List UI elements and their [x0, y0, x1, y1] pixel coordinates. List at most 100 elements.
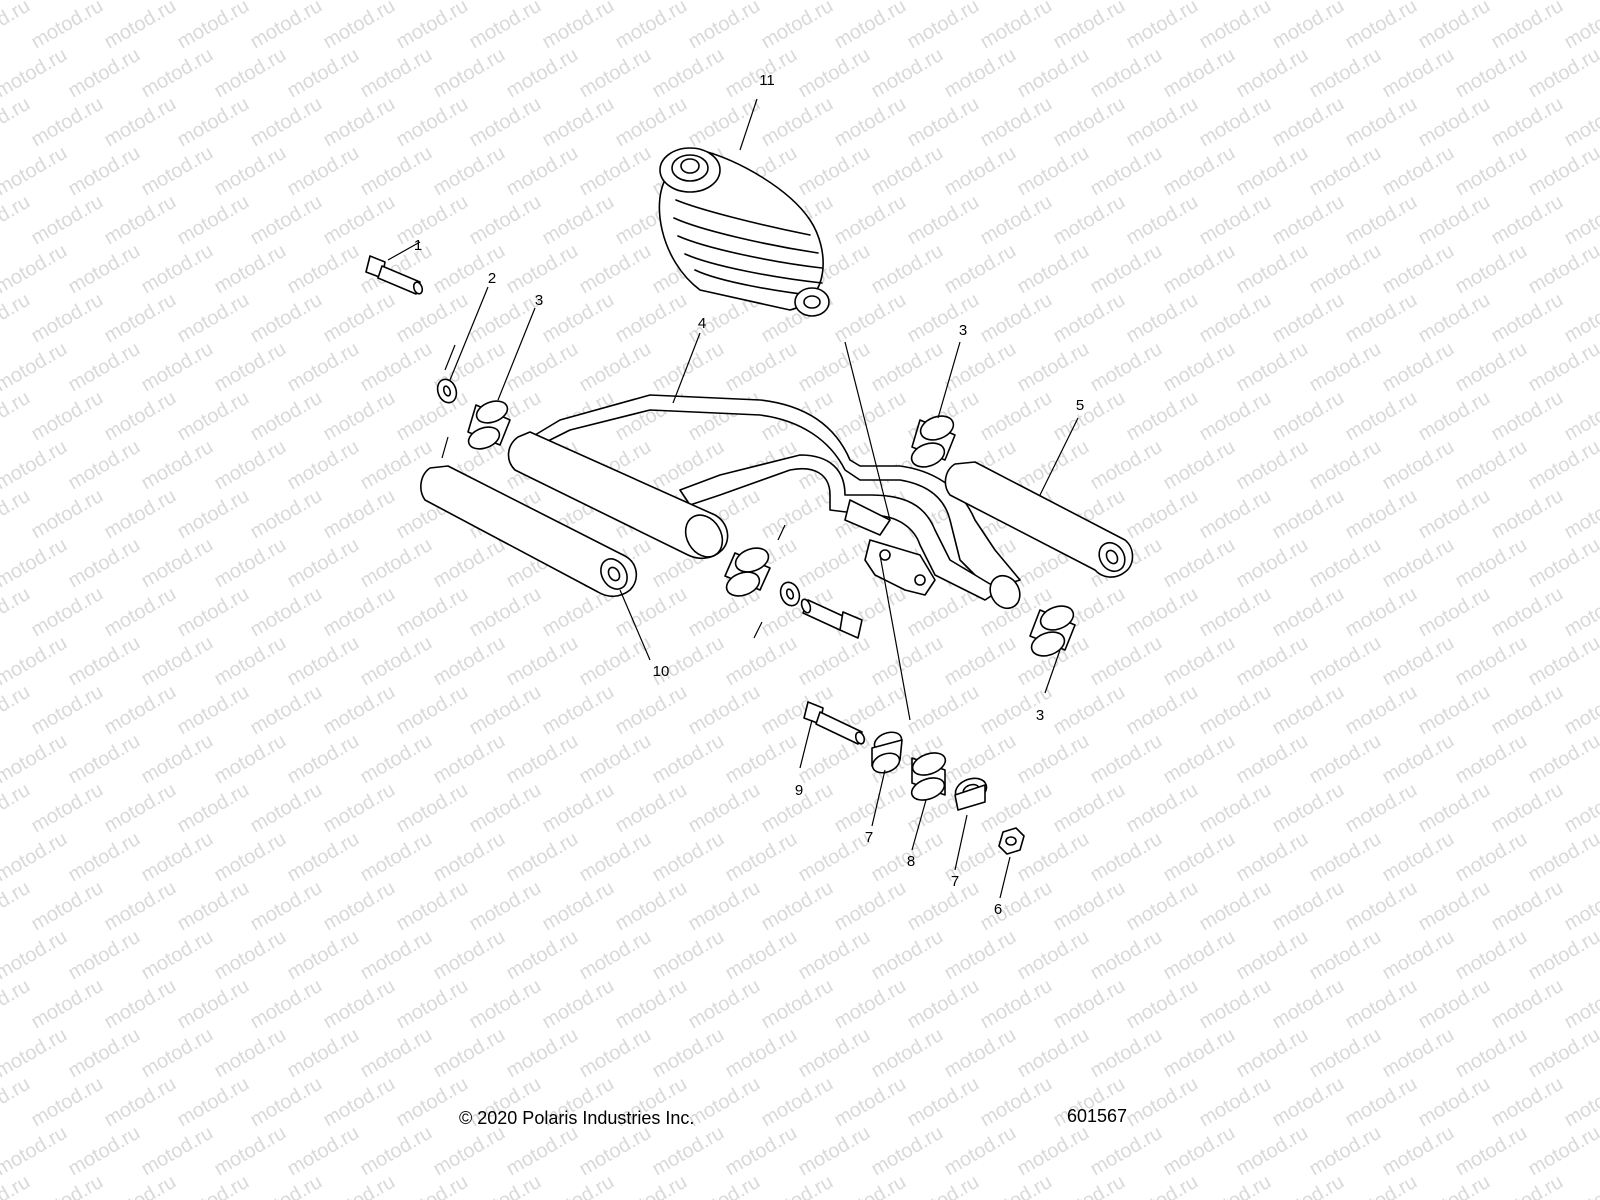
- watermark-text: motod.ru: [247, 289, 326, 348]
- watermark-text: motod.ru: [1452, 436, 1531, 495]
- watermark-text: motod.ru: [1379, 534, 1458, 593]
- watermark-text: motod.ru: [1123, 387, 1202, 446]
- watermark-text: motod.ru: [1196, 93, 1275, 152]
- watermark-text: motod.ru: [977, 0, 1056, 53]
- watermark-text: motod.ru: [65, 1122, 144, 1181]
- watermark-text: motod.ru: [0, 583, 34, 642]
- watermark-text: motod.ru: [1087, 338, 1166, 397]
- watermark-text: motod.ru: [649, 730, 728, 789]
- watermark-text: motod.ru: [758, 1171, 837, 1200]
- watermark-text: motod.ru: [1488, 681, 1567, 740]
- watermark-text: motod.ru: [211, 0, 290, 4]
- part-6-nut: [998, 827, 1025, 855]
- watermark-text: motod.ru: [0, 387, 34, 446]
- watermark-text: motod.ru: [247, 387, 326, 446]
- watermark-text: motod.ru: [1379, 240, 1458, 299]
- watermark-text: motod.ru: [685, 0, 764, 53]
- watermark-text: motod.ru: [284, 240, 363, 299]
- watermark-text: motod.ru: [1050, 681, 1129, 740]
- watermark-text: motod.ru: [320, 779, 399, 838]
- watermark-text: motod.ru: [503, 828, 582, 887]
- watermark-text: motod.ru: [685, 975, 764, 1034]
- watermark-text: motod.ru: [28, 485, 107, 544]
- watermark-text: motod.ru: [795, 44, 874, 103]
- watermark-text: motod.ru: [1014, 436, 1093, 495]
- watermark-text: motod.ru: [1014, 926, 1093, 985]
- part-2-washer-lower: [779, 581, 801, 607]
- watermark-text: motod.ru: [65, 1024, 144, 1083]
- watermark-text: motod.ru: [1269, 485, 1348, 544]
- watermark-text: motod.ru: [211, 1122, 290, 1181]
- watermark-text: motod.ru: [1306, 926, 1385, 985]
- watermark-text: motod.ru: [1160, 240, 1239, 299]
- watermark-text: motod.ru: [685, 1073, 764, 1132]
- watermark-text: motod.ru: [138, 240, 217, 299]
- watermark-text: motod.ru: [831, 387, 910, 446]
- watermark-text: motod.ru: [0, 534, 71, 593]
- watermark-text: motod.ru: [1269, 1073, 1348, 1132]
- watermark-text: motod.ru: [284, 632, 363, 691]
- watermark-text: motod.ru: [1561, 1073, 1600, 1132]
- watermark-text: motod.ru: [685, 877, 764, 936]
- watermark-text: motod.ru: [1014, 1024, 1093, 1083]
- watermark-text: motod.ru: [1269, 387, 1348, 446]
- watermark-text: motod.ru: [722, 632, 801, 691]
- watermark-text: motod.ru: [466, 779, 545, 838]
- watermark-text: motod.ru: [1160, 632, 1239, 691]
- watermark-text: motod.ru: [0, 1122, 71, 1181]
- watermark-text: motod.ru: [1415, 93, 1494, 152]
- watermark-text: motod.ru: [174, 289, 253, 348]
- watermark-text: motod.ru: [1525, 1024, 1600, 1083]
- watermark-text: motod.ru: [868, 926, 947, 985]
- watermark-text: motod.ru: [1269, 93, 1348, 152]
- watermark-text: motod.ru: [138, 828, 217, 887]
- watermark-text: motod.ru: [174, 583, 253, 642]
- watermark-text: motod.ru: [539, 289, 618, 348]
- watermark-text: motod.ru: [576, 338, 655, 397]
- watermark-text: motod.ru: [612, 877, 691, 936]
- watermark-text: motod.ru: [1233, 1122, 1312, 1181]
- watermark-text: motod.ru: [284, 926, 363, 985]
- watermark-text: motod.ru: [138, 534, 217, 593]
- watermark-text: motod.ru: [65, 0, 144, 4]
- watermark-text: motod.ru: [1561, 387, 1600, 446]
- watermark-text: motod.ru: [101, 191, 180, 250]
- watermark-text: motod.ru: [357, 828, 436, 887]
- watermark-text: motod.ru: [1342, 387, 1421, 446]
- watermark-text: motod.ru: [28, 93, 107, 152]
- watermark-text: motod.ru: [284, 730, 363, 789]
- watermark-text: motod.ru: [0, 436, 71, 495]
- watermark-text: motod.ru: [1306, 44, 1385, 103]
- watermark-text: motod.ru: [539, 191, 618, 250]
- watermark-text: motod.ru: [1160, 338, 1239, 397]
- watermark-text: motod.ru: [1488, 485, 1567, 544]
- watermark-text: motod.ru: [1233, 338, 1312, 397]
- watermark-text: motod.ru: [466, 0, 545, 53]
- watermark-text: motod.ru: [247, 485, 326, 544]
- callout-4: 4: [698, 315, 706, 332]
- watermark-text: motod.ru: [1452, 338, 1531, 397]
- watermark-text: motod.ru: [1160, 0, 1239, 4]
- part-3-bushing-lower-right: [1029, 605, 1076, 657]
- watermark-text: motod.ru: [320, 289, 399, 348]
- copyright-notice: © 2020 Polaris Industries Inc.: [459, 1108, 695, 1128]
- watermark-text: motod.ru: [0, 289, 34, 348]
- watermark-text: motod.ru: [247, 779, 326, 838]
- watermark-text: motod.ru: [174, 1073, 253, 1132]
- watermark-text: motod.ru: [28, 681, 107, 740]
- watermark-text: motod.ru: [430, 1122, 509, 1181]
- watermark-text: motod.ru: [174, 779, 253, 838]
- watermark-text: motod.ru: [795, 338, 874, 397]
- watermark-text: motod.ru: [28, 1073, 107, 1132]
- watermark-text: motod.ru: [868, 1024, 947, 1083]
- watermark-text: motod.ru: [868, 44, 947, 103]
- watermark-text: motod.ru: [1196, 1073, 1275, 1132]
- watermark-text: motod.ru: [28, 0, 107, 53]
- watermark-text: motod.ru: [430, 926, 509, 985]
- watermark-text: motod.ru: [430, 534, 509, 593]
- watermark-text: motod.ru: [430, 240, 509, 299]
- watermark-text: motod.ru: [1123, 485, 1202, 544]
- watermark-text: motod.ru: [1561, 0, 1600, 53]
- watermark-text: motod.ru: [1196, 681, 1275, 740]
- watermark-text: motod.ru: [430, 142, 509, 201]
